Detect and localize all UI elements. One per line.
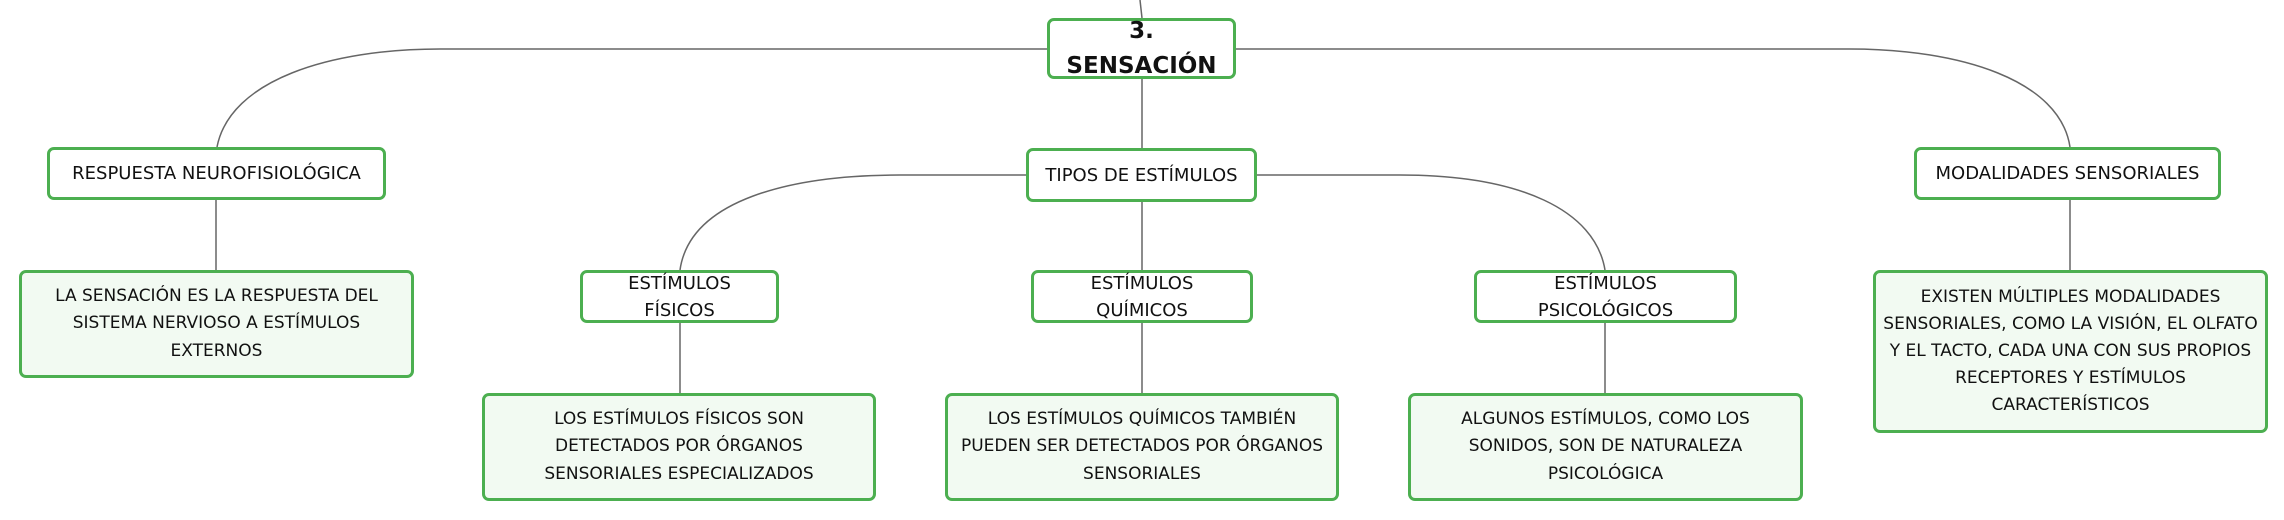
note-estimulos-fisicos[interactable]: LOS ESTÍMULOS FÍSICOS SON DETECTADOS POR… <box>482 393 876 501</box>
node-title: MODALIDADES SENSORIALES <box>1935 163 2200 184</box>
root-node[interactable]: 3. SENSACIÓN <box>1047 18 1236 79</box>
connector-tipos-psicologicos <box>1257 174 1606 271</box>
node-respuesta-neurofisiologica[interactable]: RESPUESTA NEUROFISIOLÓGICA <box>47 147 386 200</box>
note-text: LOS ESTÍMULOS QUÍMICOS TAMBIÉN PUEDEN SE… <box>960 409 1324 484</box>
node-title: RESPUESTA NEUROFISIOLÓGICA <box>72 163 361 184</box>
node-estimulos-quimicos[interactable]: ESTÍMULOS QUÍMICOS <box>1031 270 1253 323</box>
node-estimulos-psicologicos[interactable]: ESTÍMULOS PSICOLÓGICOS <box>1474 270 1737 323</box>
node-estimulos-fisicos[interactable]: ESTÍMULOS FÍSICOS <box>580 270 779 323</box>
note-modalidades-sensoriales[interactable]: EXISTEN MÚLTIPLES MODALIDADES SENSORIALE… <box>1873 270 2268 433</box>
connector-root-respuesta <box>216 48 1047 148</box>
note-estimulos-psicologicos[interactable]: ALGUNOS ESTÍMULOS, COMO LOS SONIDOS, SON… <box>1408 393 1803 501</box>
root-title: 3. SENSACIÓN <box>1066 18 1217 79</box>
node-title: TIPOS DE ESTÍMULOS <box>1045 164 1238 186</box>
note-text: ALGUNOS ESTÍMULOS, COMO LOS SONIDOS, SON… <box>1461 409 1750 484</box>
node-title: ESTÍMULOS PSICOLÓGICOS <box>1537 272 1674 321</box>
node-title: ESTÍMULOS QUÍMICOS <box>1090 272 1194 321</box>
note-text: LOS ESTÍMULOS FÍSICOS SON DETECTADOS POR… <box>544 409 814 484</box>
note-respuesta-neurofisiologica[interactable]: LA SENSACIÓN ES LA RESPUESTA DEL SISTEMA… <box>19 270 414 378</box>
connector-tipos-fisicos <box>679 174 1026 271</box>
connector-root-modalidades <box>1236 48 2071 148</box>
node-title: ESTÍMULOS FÍSICOS <box>628 272 731 321</box>
note-text: EXISTEN MÚLTIPLES MODALIDADES SENSORIALE… <box>1883 286 2258 416</box>
note-estimulos-quimicos[interactable]: LOS ESTÍMULOS QUÍMICOS TAMBIÉN PUEDEN SE… <box>945 393 1339 501</box>
note-text: LA SENSACIÓN ES LA RESPUESTA DEL SISTEMA… <box>55 286 378 361</box>
node-modalidades-sensoriales[interactable]: MODALIDADES SENSORIALES <box>1914 147 2221 200</box>
connector-root-parent <box>1139 0 1143 19</box>
node-tipos-de-estimulos[interactable]: TIPOS DE ESTÍMULOS <box>1026 148 1257 202</box>
